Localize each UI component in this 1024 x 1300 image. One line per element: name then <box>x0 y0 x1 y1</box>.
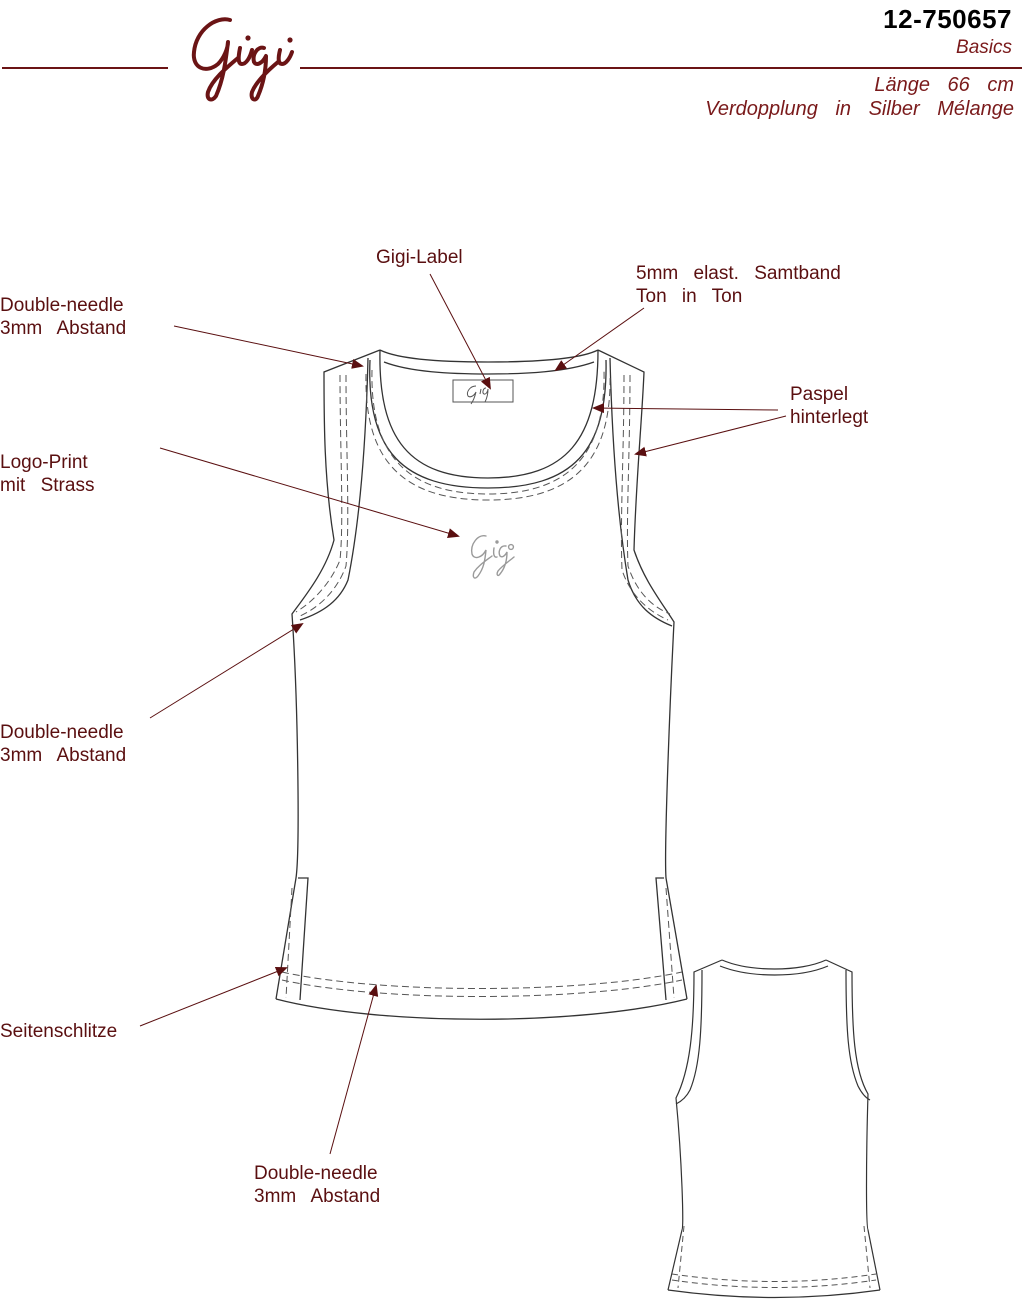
callout-samtband: 5mm elast. Samtband Ton in Ton <box>636 263 841 307</box>
front-view <box>275 349 688 1020</box>
spec-lining: Verdopplung in Silber Mélange <box>705 98 1014 120</box>
callout-paspel: Paspel hinterlegt <box>790 384 869 428</box>
front-neckline-scoop <box>379 349 599 479</box>
front-hem <box>275 998 688 1020</box>
callout-logo-print: Logo-Print mit Strass <box>0 452 95 496</box>
leader-seitenschlitze <box>139 967 288 1027</box>
front-neckline-inner-top <box>383 361 595 375</box>
leader-gigi-label <box>429 273 491 390</box>
callout-doubleneedle-top: Double-needle 3mm Abstand <box>0 295 127 339</box>
callout-gigi-label: Gigi-Label <box>376 247 463 268</box>
back-view <box>667 959 881 1299</box>
front-neckline-outer <box>379 349 599 363</box>
front-slit-right <box>655 877 667 1001</box>
front-stitching <box>281 369 683 999</box>
gigi-label-tag <box>452 379 514 405</box>
article-number: 12-750657 <box>883 4 1012 34</box>
leader-lines <box>139 273 787 1155</box>
front-neckline-scoop-inner <box>369 359 607 489</box>
spec-length: Länge 66 cm <box>874 74 1014 96</box>
logo-print <box>471 535 515 579</box>
back-neckline <box>721 959 827 970</box>
front-armhole-right-binding <box>609 357 673 627</box>
callout-doubleneedle-mid: Double-needle 3mm Abstand <box>0 722 127 766</box>
leader-doubleneedle-mid <box>149 622 304 719</box>
leader-doubleneedle-top <box>173 325 364 369</box>
back-right-contour <box>825 959 881 1291</box>
back-left-contour <box>667 959 723 1291</box>
back-hem <box>667 1289 881 1299</box>
callout-seitenschlitze: Seitenschlitze <box>0 1021 118 1042</box>
leader-samtband <box>554 307 645 372</box>
header-rule-left <box>2 67 168 69</box>
back-stitching <box>671 1225 877 1289</box>
leader-logo-print <box>159 447 460 538</box>
leader-paspel-armhole <box>634 415 787 457</box>
front-right-contour <box>597 349 688 1000</box>
front-armhole-left-binding <box>299 357 369 621</box>
brand-logo <box>191 17 294 102</box>
header-rule-right <box>300 67 1022 69</box>
category-label: Basics <box>956 37 1012 58</box>
front-slit-left <box>298 877 309 1001</box>
leader-paspel-neck <box>592 403 779 414</box>
front-left-contour <box>275 349 381 1000</box>
callout-doubleneedle-bottom: Double-needle 3mm Abstand <box>254 1163 381 1207</box>
leader-doubleneedle-bottom <box>329 984 379 1155</box>
